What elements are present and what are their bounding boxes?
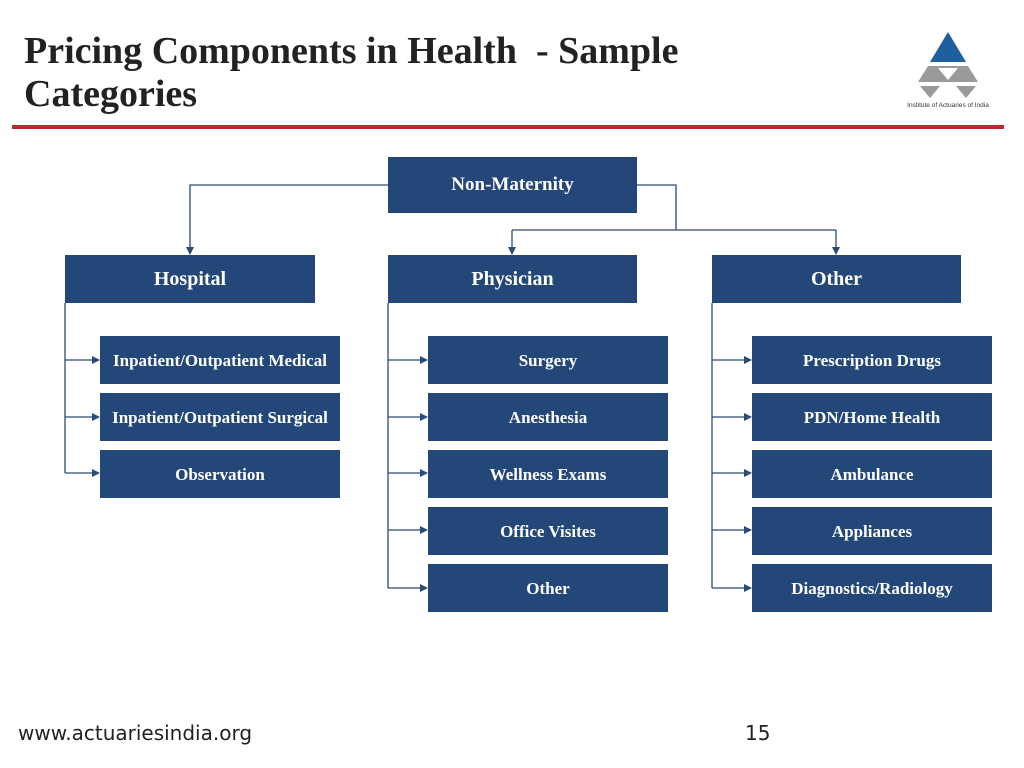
node-surgery: Surgery	[428, 336, 668, 384]
connector-root-right	[637, 184, 677, 230]
node-observation: Observation	[100, 450, 340, 498]
institute-logo: Institute of Actuaries of India	[893, 30, 1003, 112]
node-diagnostics-radiology: Diagnostics/Radiology	[752, 564, 992, 612]
node-non-maternity: Non-Maternity	[388, 157, 637, 213]
node-physician-other: Other	[428, 564, 668, 612]
node-office-visites: Office Visites	[428, 507, 668, 555]
connector-root-hospital	[186, 184, 388, 255]
page-number: 15	[745, 721, 771, 745]
node-inpatient-outpatient-surgical: Inpatient/Outpatient Surgical	[100, 393, 340, 441]
node-appliances: Appliances	[752, 507, 992, 555]
title-divider	[12, 125, 1004, 129]
slide-title: Pricing Components in Health - Sample Ca…	[24, 30, 844, 116]
node-anesthesia: Anesthesia	[428, 393, 668, 441]
slide-title-line-2: Categories	[24, 73, 198, 115]
node-pdn-home-health: PDN/Home Health	[752, 393, 992, 441]
node-physician: Physician	[388, 255, 637, 303]
slide-title-line-1: Pricing Components in Health - Sample	[24, 30, 679, 72]
logo-caption: Institute of Actuaries of India	[907, 102, 989, 109]
node-other: Other	[712, 255, 961, 303]
footer-url: www.actuariesindia.org	[18, 721, 253, 745]
node-wellness-exams: Wellness Exams	[428, 450, 668, 498]
node-hospital: Hospital	[65, 255, 315, 303]
node-prescription-drugs: Prescription Drugs	[752, 336, 992, 384]
node-ambulance: Ambulance	[752, 450, 992, 498]
logo-triangle-icon	[918, 32, 978, 98]
node-inpatient-outpatient-medical: Inpatient/Outpatient Medical	[100, 336, 340, 384]
